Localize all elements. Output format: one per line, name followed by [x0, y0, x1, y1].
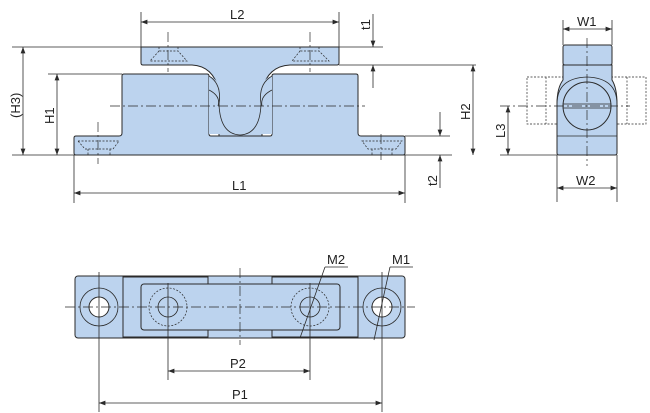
dim-H1-label: H1 [42, 107, 57, 124]
dim-P2-label: P2 [230, 356, 246, 371]
dim-M2-label: M2 [327, 252, 345, 267]
dim-H3-label: (H3) [8, 93, 23, 118]
dim-W2-label: W2 [576, 173, 596, 188]
front-view: L2 t1 (H3) H1 H2 t2 L1 [8, 7, 476, 203]
side-view: W1 L3 W2 [493, 14, 647, 202]
dim-L3-label: L3 [493, 124, 508, 138]
dim-t1-label: t1 [358, 19, 373, 30]
dim-P1-label: P1 [232, 387, 248, 402]
dim-M1-label: M1 [392, 252, 410, 267]
side-top-block [562, 44, 613, 66]
front-body [73, 73, 406, 156]
dim-L2-label: L2 [230, 7, 244, 22]
dim-H2-label: H2 [458, 103, 473, 120]
dim-W1-label: W1 [577, 14, 597, 29]
dim-L1-label: L1 [232, 178, 246, 193]
dim-t2-label: t2 [425, 175, 440, 186]
plan-view: P2 P1 M2 M1 [65, 252, 415, 412]
